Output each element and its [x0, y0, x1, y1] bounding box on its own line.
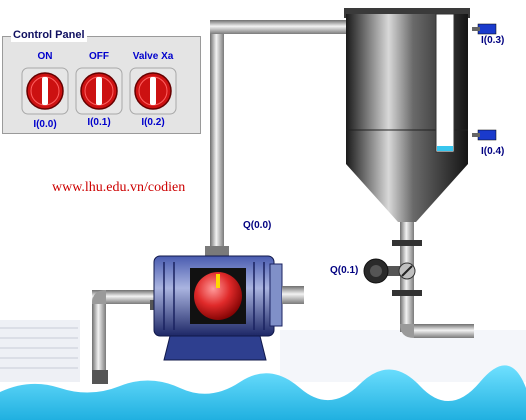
off-button[interactable]	[75, 67, 123, 115]
high-level-sensor	[477, 23, 497, 35]
off-button-address: I(0.1)	[87, 117, 111, 128]
valve-button-address: I(0.2)	[141, 117, 165, 128]
on-button-address: I(0.0)	[33, 119, 57, 130]
on-button[interactable]	[21, 67, 69, 115]
off-button-label: OFF	[89, 51, 109, 62]
low-level-sensor	[477, 129, 497, 141]
high-level-sensor-label: I(0.3)	[481, 35, 505, 46]
valve-xa-button[interactable]	[129, 67, 177, 115]
website-link[interactable]: www.lhu.edu.vn/codien	[52, 180, 186, 195]
pump-status-lamp	[194, 272, 242, 320]
valve-button-label: Valve Xa	[132, 51, 174, 62]
control-panel-title: Control Panel	[11, 28, 87, 42]
on-button-label: ON	[37, 51, 53, 62]
valve-output-label: Q(0.1)	[330, 265, 359, 276]
tank-level-indicator	[437, 146, 453, 151]
low-level-sensor-label: I(0.4)	[481, 146, 505, 157]
pump-output-label: Q(0.0)	[243, 220, 272, 231]
water-reservoir	[0, 365, 526, 420]
control-panel: Control Panel ON OFF Valve Xa I(0.0) I(0…	[2, 28, 201, 134]
